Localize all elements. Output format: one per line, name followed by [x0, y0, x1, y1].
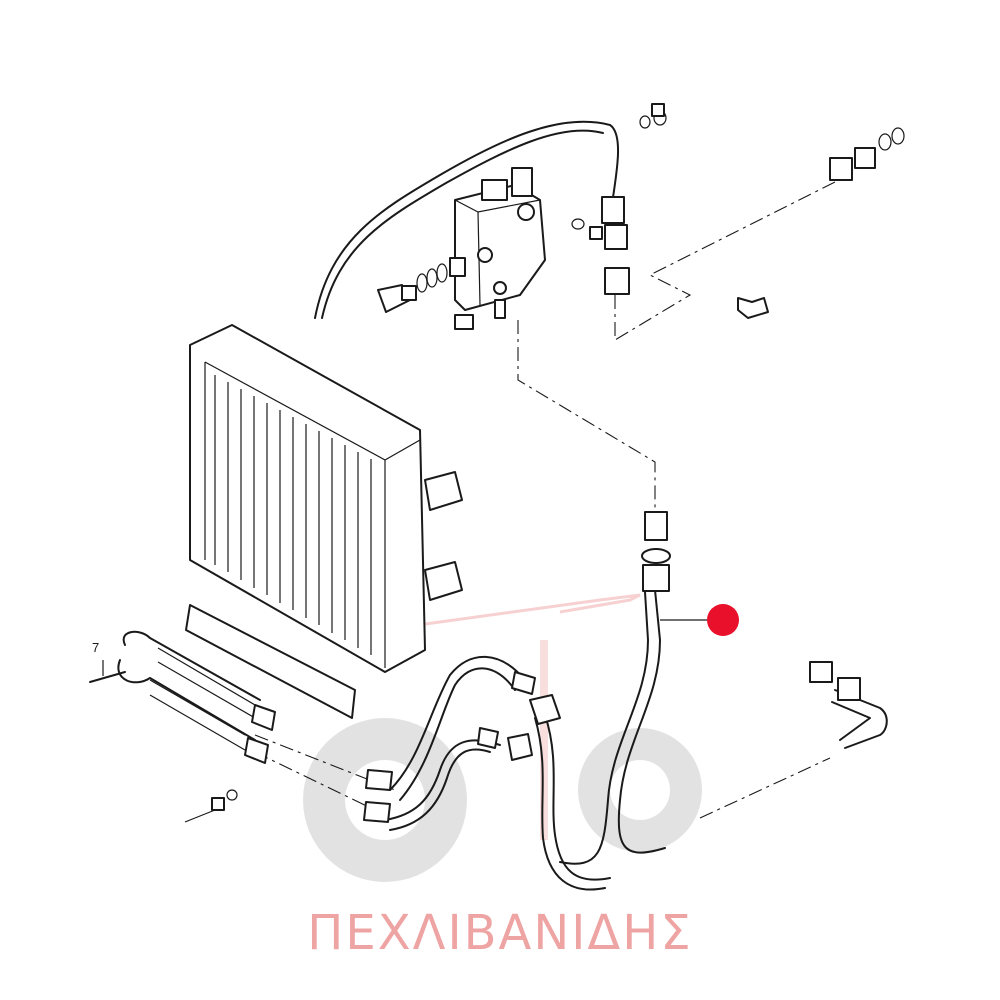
valve-block — [449, 167, 546, 330]
callout-label-7: 7 — [92, 640, 100, 655]
main-pipes — [384, 589, 888, 891]
leader-lines — [254, 181, 836, 819]
watermark-text: ΠΕΧΛΙΒΑΝΙΔΗΣ — [307, 905, 693, 961]
cooler-fins — [214, 375, 372, 655]
upper-hose — [314, 120, 620, 319]
oil-cooler — [185, 324, 463, 719]
spring-pipes — [89, 630, 276, 823]
pipe-fittings — [363, 511, 861, 823]
red-marker-dot — [707, 604, 739, 636]
elbow-fitting — [377, 263, 448, 313]
right-fittings — [571, 103, 905, 319]
